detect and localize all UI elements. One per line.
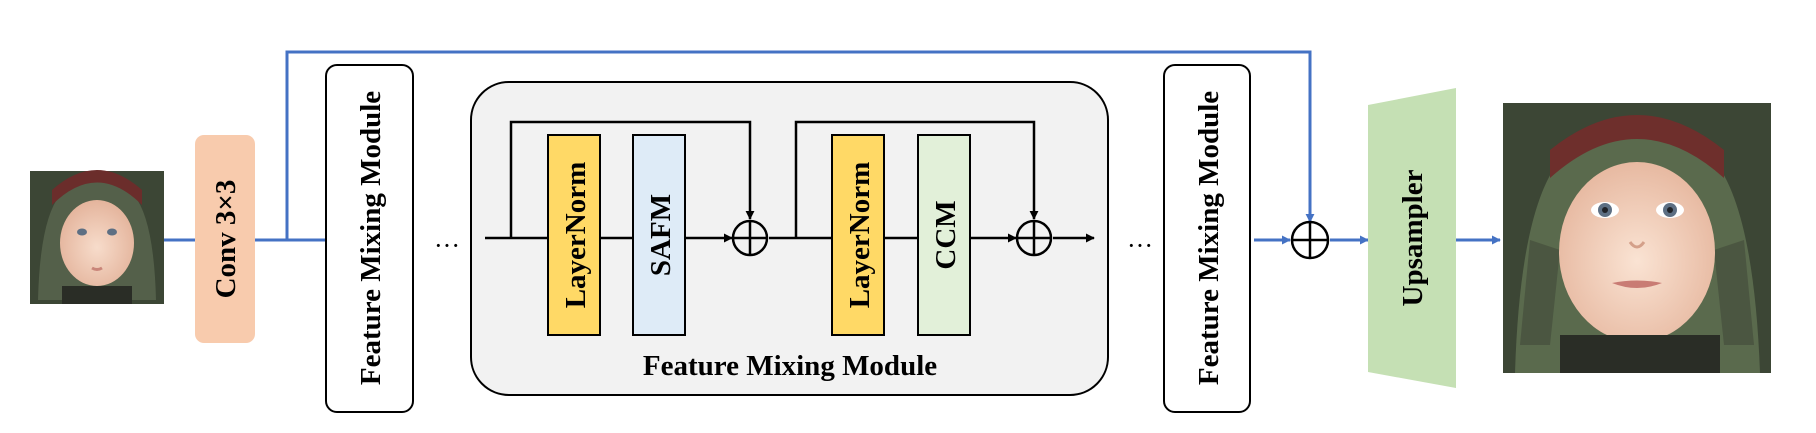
layernorm-1-block: LayerNorm	[547, 134, 601, 336]
ellipsis-left: ···	[434, 231, 460, 260]
fmm-right-block: Feature Mixing Module	[1163, 64, 1251, 413]
main-flow-lines	[164, 50, 1501, 245]
upsampler-label: Upsampler	[1397, 169, 1429, 306]
ccm-block: CCM	[917, 134, 971, 336]
fmm-left-block: Feature Mixing Module	[325, 64, 414, 413]
add-node-2	[1015, 219, 1053, 257]
conv-label: Conv 3×3	[210, 180, 242, 299]
add-node-1	[731, 219, 769, 257]
layernorm-2-label: LayerNorm	[844, 162, 876, 309]
input-image	[30, 170, 164, 304]
ccm-label: CCM	[930, 200, 962, 269]
add-node-global	[1290, 220, 1330, 260]
layernorm-1-label: LayerNorm	[560, 162, 592, 309]
fmm-right-label: Feature Mixing Module	[1193, 91, 1225, 385]
layernorm-2-block: LayerNorm	[831, 134, 885, 336]
safm-block: SAFM	[632, 134, 686, 336]
output-image	[1503, 103, 1771, 373]
ellipsis-right: ···	[1127, 231, 1153, 260]
conv-block: Conv 3×3	[195, 135, 255, 343]
fmm-detail-panel: LayerNorm SAFM LayerNorm CCM	[470, 81, 1109, 396]
fmm-left-label: Feature Mixing Module	[355, 91, 387, 385]
upsampler-block: Upsampler	[1368, 88, 1456, 388]
fmm-panel-caption: Feature Mixing Module	[643, 350, 937, 382]
safm-label: SAFM	[645, 194, 677, 276]
